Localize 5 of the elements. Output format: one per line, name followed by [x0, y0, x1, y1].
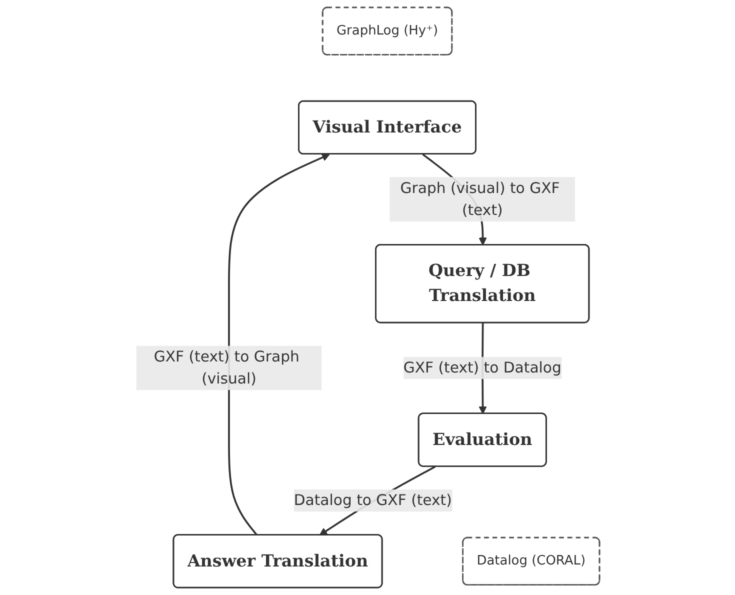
arrow — [228, 154, 330, 536]
edge-label: GXF (text) to Graph (visual) — [153, 348, 299, 388]
edge-label: Graph (visual) to GXF (text) — [400, 178, 560, 219]
edge-label: Datalog to GXF (text) — [293, 491, 452, 509]
edge-label: GXF (text) to Datalog — [402, 358, 561, 376]
